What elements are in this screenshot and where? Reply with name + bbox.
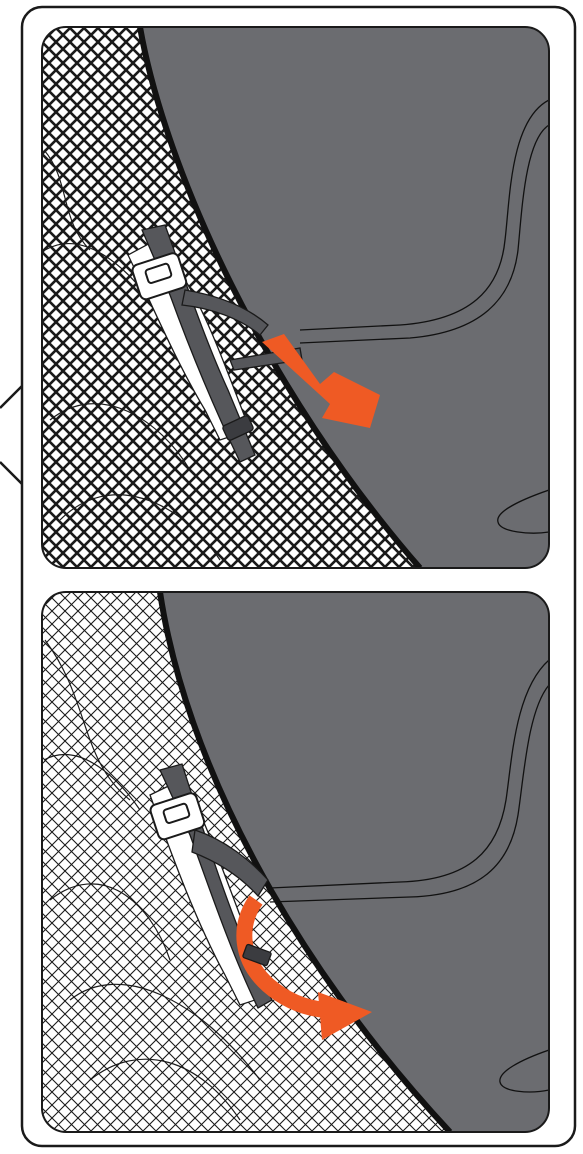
step-1-panel bbox=[42, 27, 549, 568]
callout-pointer bbox=[0, 386, 22, 484]
step-2-panel bbox=[42, 592, 549, 1132]
